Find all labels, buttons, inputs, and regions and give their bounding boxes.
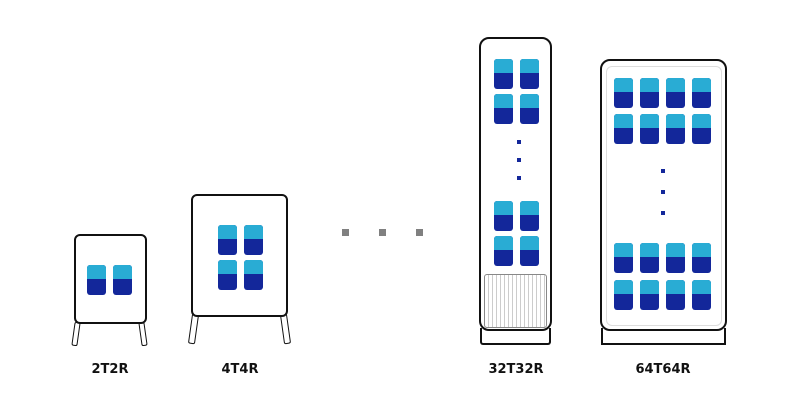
vertical-ellipsis-dot [517,140,521,144]
vent-grille [484,274,547,328]
antenna-element-icon [692,280,711,310]
vertical-ellipsis-dot [661,190,665,194]
antenna-element-icon [666,78,685,108]
antenna-element-icon [494,201,513,231]
unit-4t4r [191,194,288,317]
antenna-element-icon [640,78,659,108]
vertical-ellipsis-dot [661,169,665,173]
antenna-element-icon [692,114,711,144]
vertical-ellipsis-dot [517,176,521,180]
antenna-element-icon [614,114,633,144]
antenna-element-icon [666,114,685,144]
antenna-element-icon [666,243,685,273]
antenna-element-icon [614,78,633,108]
ellipsis-dot [416,229,423,236]
antenna-element-icon [520,94,539,124]
label-64t64r: 64T64R [635,362,691,377]
antenna-element-icon [244,260,263,290]
antenna-element-icon [218,260,237,290]
antenna-element-icon [494,59,513,89]
unit-base [601,328,726,345]
antenna-element-icon [614,280,633,310]
antenna-element-icon [520,236,539,266]
antenna-element-icon [614,243,633,273]
label-4t4r: 4T4R [221,362,259,377]
antenna-element-icon [520,201,539,231]
vertical-ellipsis-dot [661,211,665,215]
antenna-element-icon [113,265,132,295]
label-2t2r: 2T2R [91,362,129,377]
antenna-element-icon [244,225,263,255]
unit-inner-panel [606,66,722,326]
antenna-element-icon [692,78,711,108]
antenna-element-icon [640,114,659,144]
antenna-element-icon [87,265,106,295]
unit-leg [279,313,292,345]
antenna-element-icon [640,243,659,273]
unit-leg [71,321,81,347]
unit-base [480,328,551,345]
antenna-element-icon [494,236,513,266]
antenna-element-icon [692,243,711,273]
ellipsis-dot [342,229,349,236]
antenna-element-icon [640,280,659,310]
vertical-ellipsis-dot [517,158,521,162]
label-32t32r: 32T32R [488,362,544,377]
unit-leg [138,321,148,347]
antenna-element-icon [666,280,685,310]
antenna-element-icon [218,225,237,255]
unit-2t2r [74,234,147,324]
ellipsis-dot [379,229,386,236]
unit-leg [187,313,200,345]
antenna-element-icon [520,59,539,89]
antenna-element-icon [494,94,513,124]
